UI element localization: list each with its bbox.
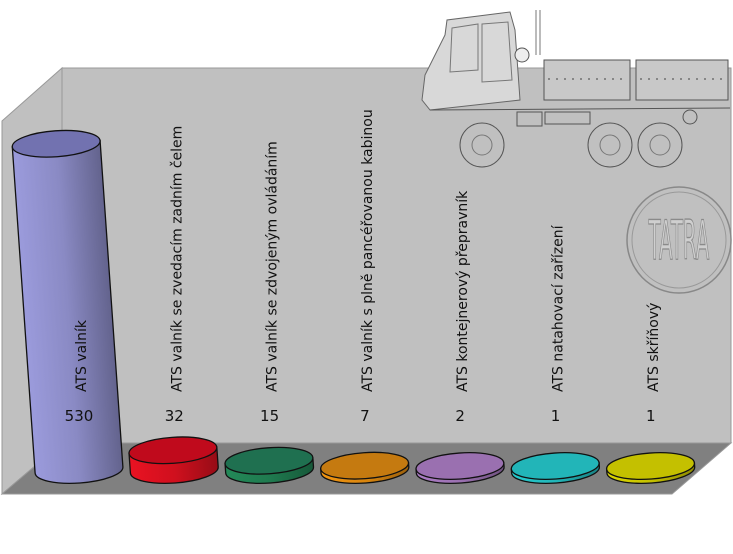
category-label: ATS valník s plně pancéřovanou kabinou bbox=[360, 109, 376, 392]
tatra-logo-icon: TATRA bbox=[626, 186, 732, 294]
bar-4 bbox=[415, 452, 505, 484]
bar-top bbox=[11, 129, 101, 158]
bars bbox=[11, 129, 696, 484]
bar-top bbox=[224, 446, 314, 475]
bar-5 bbox=[510, 452, 601, 484]
category-label: ATS skříňový bbox=[646, 303, 662, 392]
bar-0 bbox=[11, 129, 124, 484]
value-label: 2 bbox=[455, 407, 465, 425]
truck-drawing-icon bbox=[421, 10, 731, 168]
bar-6 bbox=[605, 452, 696, 484]
bar-top bbox=[128, 436, 218, 465]
bar-top bbox=[510, 452, 600, 480]
category-labels: ATS valník ATS valník se zvedacím zadním … bbox=[74, 109, 662, 392]
bar-3 bbox=[320, 451, 410, 484]
value-label: 1 bbox=[646, 407, 656, 425]
value-label: 530 bbox=[65, 407, 94, 425]
value-labels: 530 32 15 7 2 1 1 bbox=[65, 407, 656, 425]
category-label: ATS kontejnerový přepravník bbox=[455, 190, 471, 392]
bar-top bbox=[320, 451, 410, 480]
category-label: ATS valník se zvedacím zadním čelem bbox=[169, 126, 185, 392]
value-label: 1 bbox=[551, 407, 561, 425]
tatra-logo-text: TATRA bbox=[648, 209, 710, 272]
bar-top bbox=[415, 452, 505, 480]
value-label: 32 bbox=[165, 407, 184, 425]
bar-body bbox=[11, 140, 124, 484]
category-label: ATS valník se zdvojeným ovládáním bbox=[265, 141, 281, 392]
value-label: 15 bbox=[260, 407, 279, 425]
bar-top bbox=[605, 452, 696, 480]
category-label: ATS natahovací zařízení bbox=[551, 224, 567, 392]
value-label: 7 bbox=[360, 407, 370, 425]
bar-1 bbox=[128, 436, 219, 484]
category-label: ATS valník bbox=[74, 319, 90, 392]
bar-2 bbox=[224, 446, 315, 484]
back-wall bbox=[61, 67, 732, 444]
